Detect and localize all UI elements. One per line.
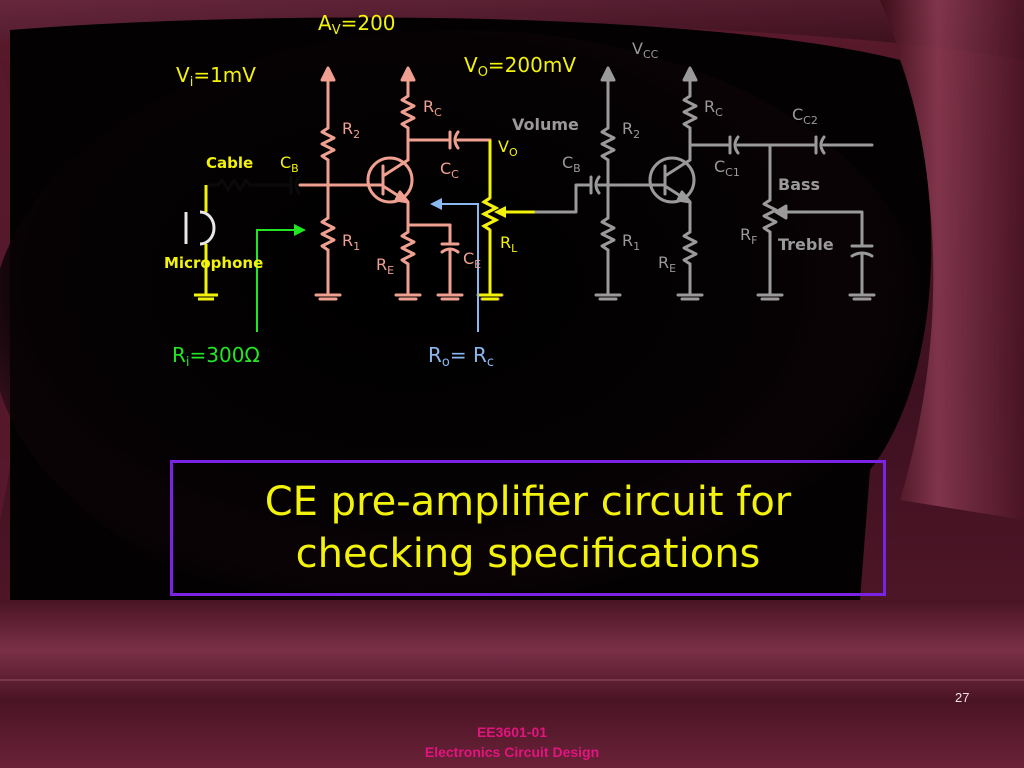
stage1-re-resistor — [400, 230, 416, 266]
stage2-cb-label: CB — [562, 153, 581, 175]
bass-label: Bass — [778, 175, 820, 194]
stage1-r1-resistor — [320, 216, 336, 252]
stage2-rf-label: RF — [740, 225, 757, 247]
ri-arrow — [256, 224, 306, 332]
cable-resistor — [216, 178, 252, 192]
curtain-top — [0, 0, 1024, 60]
stage1-re-label: RE — [376, 255, 394, 277]
ro-arrow — [430, 198, 479, 332]
stage1-transistor — [366, 156, 414, 204]
vcc-label: VCC — [632, 39, 659, 61]
stage2-cc2-label: CC2 — [792, 105, 818, 127]
stage2-r1-label: R1 — [622, 231, 640, 253]
stage1-r2-label: R2 — [342, 119, 360, 141]
stage1-cc-label: CC — [440, 159, 459, 181]
slide-title: CE pre-amplifier circuit for checking sp… — [264, 479, 792, 577]
stage1-r1-label: R1 — [342, 231, 360, 253]
stage1-rc-resistor — [400, 94, 416, 130]
stage2-cc1-label: CC1 — [714, 157, 740, 179]
title-box: CE pre-amplifier circuit for checking sp… — [170, 460, 886, 596]
footer-course-name: Electronics Circuit Design — [424, 744, 600, 760]
stage2-rf-bass-pot — [762, 198, 778, 234]
volume-label: Volume — [512, 115, 579, 134]
stage1-vcc-arrow — [320, 66, 336, 82]
stage2-r2-label: R2 — [622, 119, 640, 141]
stage1-rc-vcc-arrow — [400, 66, 416, 82]
stage1-r2-resistor — [320, 126, 336, 162]
vi-label: Vi=1mV — [176, 63, 256, 90]
ri-label: Ri=300Ω — [172, 343, 260, 370]
stage1-cb-label: CB — [280, 153, 299, 175]
microphone-label: Microphone — [164, 254, 263, 272]
stage1-rc-label: RC — [423, 97, 442, 119]
av-label: AV=200 — [318, 11, 396, 38]
treble-label: Treble — [778, 235, 834, 254]
stage2-rc-resistor — [682, 94, 698, 130]
stage1-ce-label: CE — [463, 249, 481, 271]
footer-course-code: EE3601-01 — [476, 724, 548, 740]
vo-output-label: VO=200mV — [464, 53, 576, 80]
stage2-re-label: RE — [658, 253, 676, 275]
stage2-transistor — [648, 156, 696, 204]
cable-label: Cable — [206, 154, 253, 172]
ro-label: Ro= Rc — [428, 343, 494, 370]
stage2-circuit — [534, 66, 876, 301]
page-number: 27 — [955, 690, 970, 705]
stage2-re-resistor — [682, 230, 698, 266]
stage1-vo-label: VO — [498, 137, 518, 159]
vo-arrow — [494, 206, 536, 218]
curtain-right — [880, 0, 1024, 520]
stage-floor — [0, 600, 1024, 768]
stage2-r1-resistor — [600, 216, 616, 252]
stage2-r2-resistor — [600, 126, 616, 162]
stage1-rl-label: RL — [500, 233, 518, 255]
stage2-rc-label: RC — [704, 97, 723, 119]
microphone-symbol — [184, 210, 216, 246]
